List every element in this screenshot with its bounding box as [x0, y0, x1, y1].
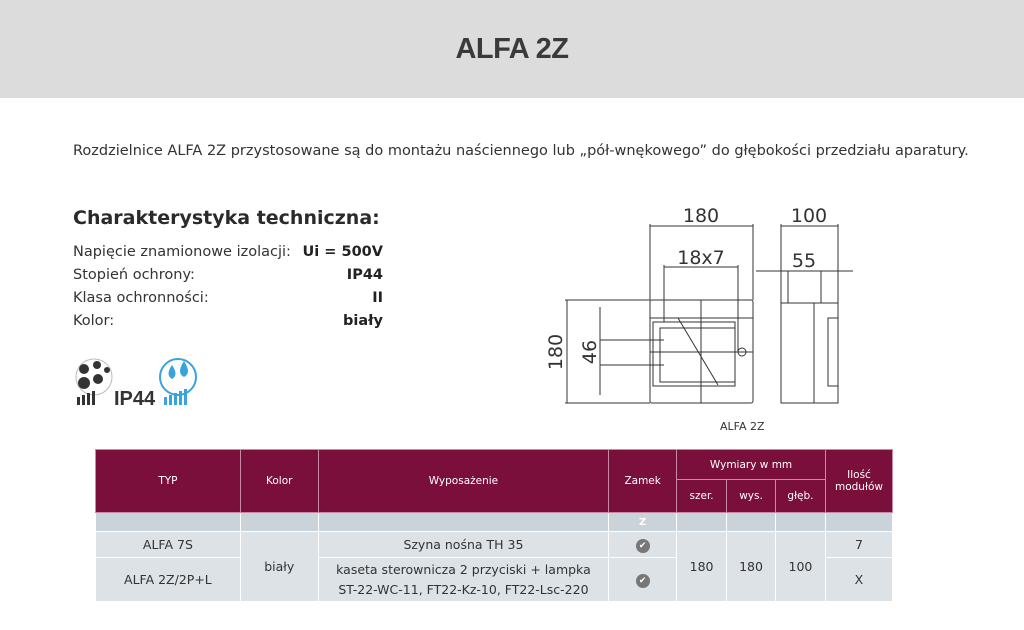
table-row: ALFA 7S biały Szyna nośna TH 35 ✔ 180 18… [95, 531, 894, 602]
cell-szer: 180 [676, 531, 728, 602]
dim-window: 46 [579, 340, 601, 364]
section-label: Z [608, 512, 678, 532]
cell-wyposazenie: Szyna nośna TH 35 [317, 531, 610, 558]
dimension-drawing: 180 18x7 100 55 180 46 [545, 205, 853, 404]
drawing-caption: ALFA 2Z [720, 420, 765, 433]
col-ilosc: Ilość modułów [824, 449, 894, 513]
col-kolor: Kolor [239, 449, 319, 513]
cell-kolor: biały [239, 531, 319, 602]
table-row: ALFA 2Z/2P+L kaseta sterownicza 2 przyci… [95, 557, 894, 602]
cell-typ: ALFA 7S [95, 531, 241, 558]
dim-modules: 18x7 [677, 247, 725, 269]
spec-value: Ui = 500V [302, 244, 383, 260]
col-typ: TYP [95, 449, 241, 513]
col-wyposazenie: Wyposażenie [317, 449, 610, 513]
spec-value: IP44 [346, 267, 383, 283]
page-header: ALFA 2Z [0, 0, 1024, 98]
check-icon: ✔ [635, 539, 650, 553]
ip44-label: IP44 [114, 388, 156, 407]
ip44-icon: IP44 [75, 358, 197, 407]
spec-label: Klasa ochronności: [73, 290, 209, 306]
col-gleb: głęb. [775, 479, 826, 513]
dim-inner-depth: 55 [792, 250, 816, 272]
spec-label: Stopień ochrony: [73, 267, 195, 283]
check-icon: ✔ [635, 574, 650, 588]
col-wymiary: Wymiary w mm [676, 449, 826, 480]
dim-height: 180 [545, 334, 567, 370]
cell-gleb: 100 [775, 531, 826, 602]
spec-row: Napięcie znamionowe izolacji: Ui = 500V [73, 244, 383, 260]
cell-ilosc: 7 [824, 531, 894, 558]
dim-width: 180 [683, 205, 719, 227]
cell-typ: ALFA 2Z/2P+L [95, 557, 241, 602]
dim-depth: 100 [791, 205, 827, 227]
spec-row: Kolor: biały [73, 313, 383, 329]
cell-ilosc: X [824, 557, 894, 602]
spec-value: II [372, 290, 383, 306]
spec-label: Kolor: [73, 313, 115, 329]
spec-row: Stopień ochrony: IP44 [73, 267, 383, 283]
cell-wys: 180 [726, 531, 776, 602]
spec-label: Napięcie znamionowe izolacji: [73, 244, 291, 260]
page-title: ALFA 2Z [455, 32, 569, 65]
specs-heading: Charakterystyka techniczna: [73, 207, 380, 229]
spec-value: biały [343, 313, 383, 329]
cell-wyposazenie: kaseta sterownicza 2 przyciski + lampka [336, 561, 591, 577]
col-szer: szer. [676, 479, 728, 513]
section-row: Z [95, 512, 894, 532]
col-zamek: Zamek [608, 449, 678, 513]
cell-wyposazenie-codes: ST-22-WC-11, FT22-Kz-10, FT22-Lsc-220 [338, 581, 589, 597]
product-table: TYP Kolor Wyposażenie Zamek Wymiary w mm… [95, 449, 894, 602]
intro-text: Rozdzielnice ALFA 2Z przystosowane są do… [73, 143, 969, 159]
col-wys: wys. [726, 479, 776, 513]
spec-row: Klasa ochronności: II [73, 290, 383, 306]
